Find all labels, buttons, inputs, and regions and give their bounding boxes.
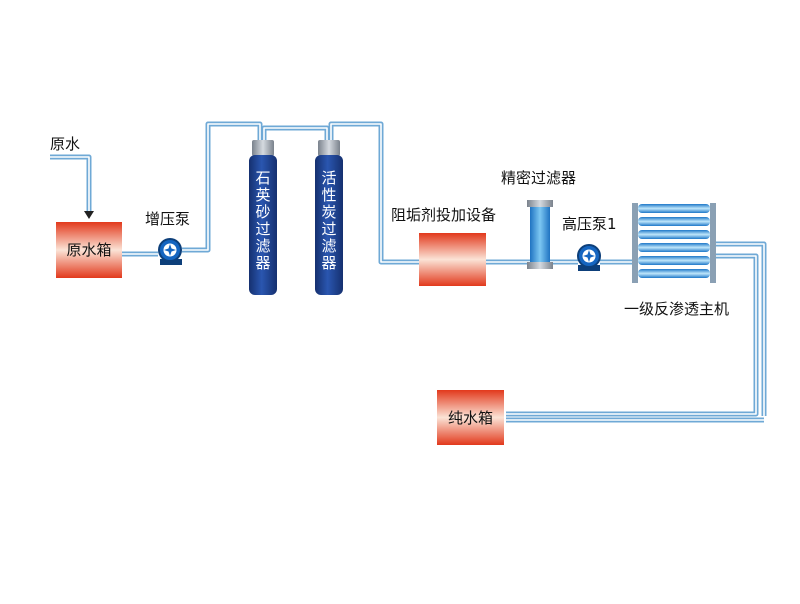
activated-carbon-filter-label: 活性炭过滤器 (321, 169, 337, 272)
ro-membrane-tube (638, 269, 710, 278)
pure-water-tank-label: 纯水箱 (447, 409, 493, 427)
pipes (50, 121, 767, 423)
precision-filter-icon (527, 200, 553, 269)
inlet-arrow-icon (84, 211, 94, 219)
ro-membrane-tube (638, 243, 710, 252)
quartz-sand-filter-label: 石英砂过滤器 (255, 169, 271, 272)
ro-membrane-tube (638, 230, 710, 239)
quartz-sand-filter-vessel (249, 140, 277, 295)
high-pressure-pump-label: 高压泵1 (562, 215, 617, 233)
pipe-ro-permeate (506, 253, 759, 417)
pipe-carbon-to-dosing (328, 121, 419, 265)
raw-water-tank (56, 222, 122, 278)
activated-carbon-filter-vessel (315, 140, 343, 295)
ro-membrane-tube (638, 204, 710, 213)
ro-membrane-tube (638, 256, 710, 265)
raw-water-tank-label: 原水箱 (66, 241, 112, 259)
primary-ro-unit (632, 203, 716, 283)
ro-membrane-tube (638, 217, 710, 226)
pipe-pump-to-quartz (182, 121, 263, 253)
precision-filter-label: 精密过滤器 (501, 169, 577, 187)
pipe-raw-water-inlet (50, 154, 92, 213)
pure-water-tank (437, 390, 504, 445)
high-pressure-pump-icon (577, 244, 601, 271)
primary-ro-unit-label: 一级反渗透主机 (624, 300, 730, 318)
antiscalant-dosing-tank (419, 233, 486, 286)
antiscalant-dosing-label: 阻垢剂投加设备 (391, 206, 497, 224)
booster-pump-label: 增压泵 (145, 210, 191, 228)
booster-pump-icon (158, 238, 182, 265)
raw-water-label: 原水 (50, 135, 81, 153)
pipe-quartz-to-carbon (261, 125, 330, 140)
